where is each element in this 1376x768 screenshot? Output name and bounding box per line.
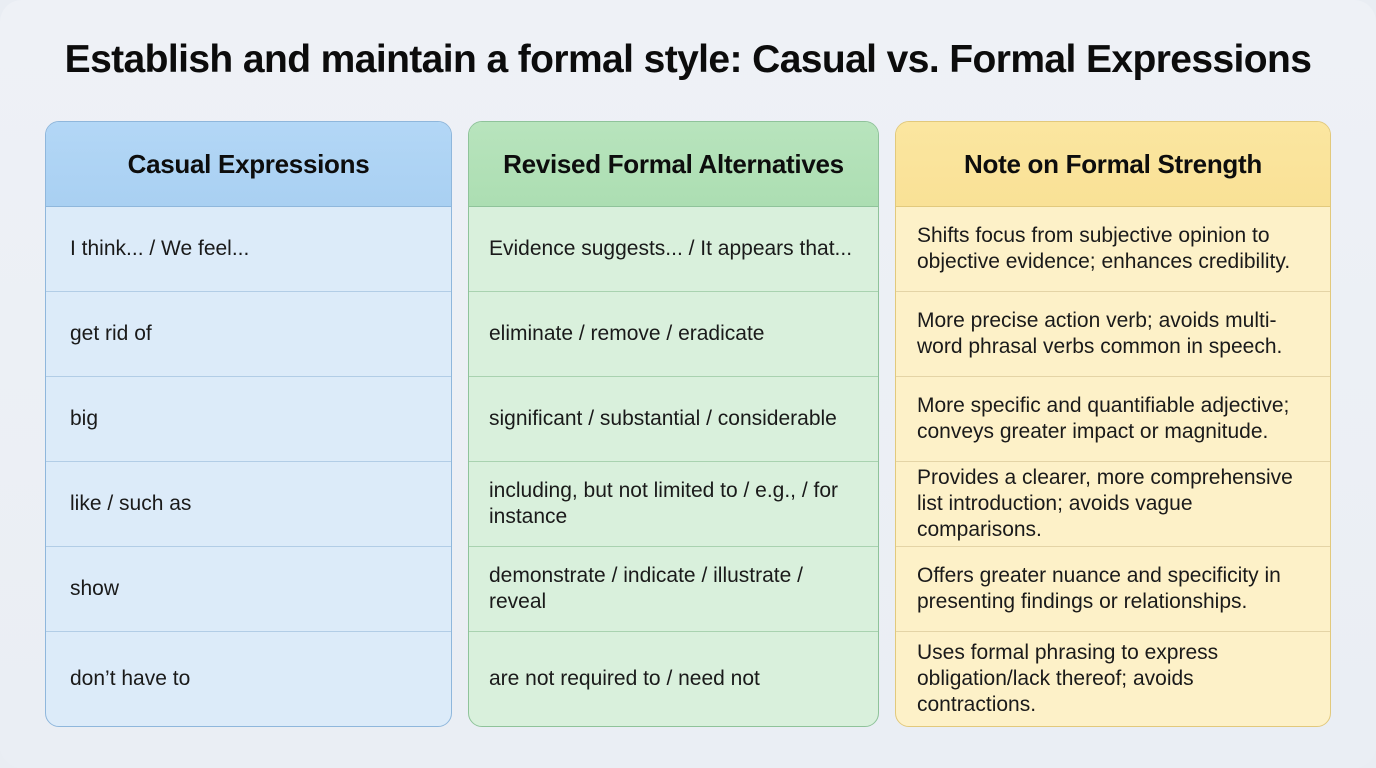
table-row: eliminate / remove / eradicate — [469, 292, 878, 377]
column-formal-alternatives: Revised Formal Alternatives Evidence sug… — [468, 121, 879, 727]
table-row: Offers greater nuance and specificity in… — [896, 547, 1330, 632]
table-row: Uses formal phrasing to express obligati… — [917, 640, 1219, 716]
table-row: Shifts focus from subjective opinion to … — [896, 207, 1330, 292]
table-row: don’t have to — [70, 666, 191, 690]
page-title: Establish and maintain a formal style: C… — [64, 38, 1312, 81]
table-row: like / such as — [46, 462, 451, 547]
column-header: Casual Expressions — [46, 122, 451, 207]
column-casual-expressions: Casual Expressions I think... / We feel.… — [45, 121, 452, 727]
table-row: More precise action verb; avoids multi-w… — [896, 292, 1330, 377]
table-row: I think... / We feel... — [46, 207, 451, 292]
table-row: Evidence suggests... / It appears that..… — [469, 207, 878, 292]
table-row: including, but not limited to / e.g., / … — [469, 462, 878, 547]
column-formal-strength-note: Note on Formal Strength Shifts focus fro… — [895, 121, 1331, 727]
table-row: significant / substantial / considerable — [469, 377, 878, 462]
column-header: Note on Formal Strength — [896, 122, 1330, 207]
table-row: Provides a clearer, more comprehensive l… — [896, 462, 1330, 547]
table-row: big — [46, 377, 451, 462]
table-row: demonstrate / indicate / illustrate / re… — [469, 547, 878, 632]
table-row: More specific and quantifiable adjective… — [896, 377, 1330, 462]
table-row: show — [46, 547, 451, 632]
column-header: Revised Formal Alternatives — [469, 122, 878, 207]
table-row: get rid of — [46, 292, 451, 377]
table-row: are not required to / need not — [489, 666, 760, 690]
